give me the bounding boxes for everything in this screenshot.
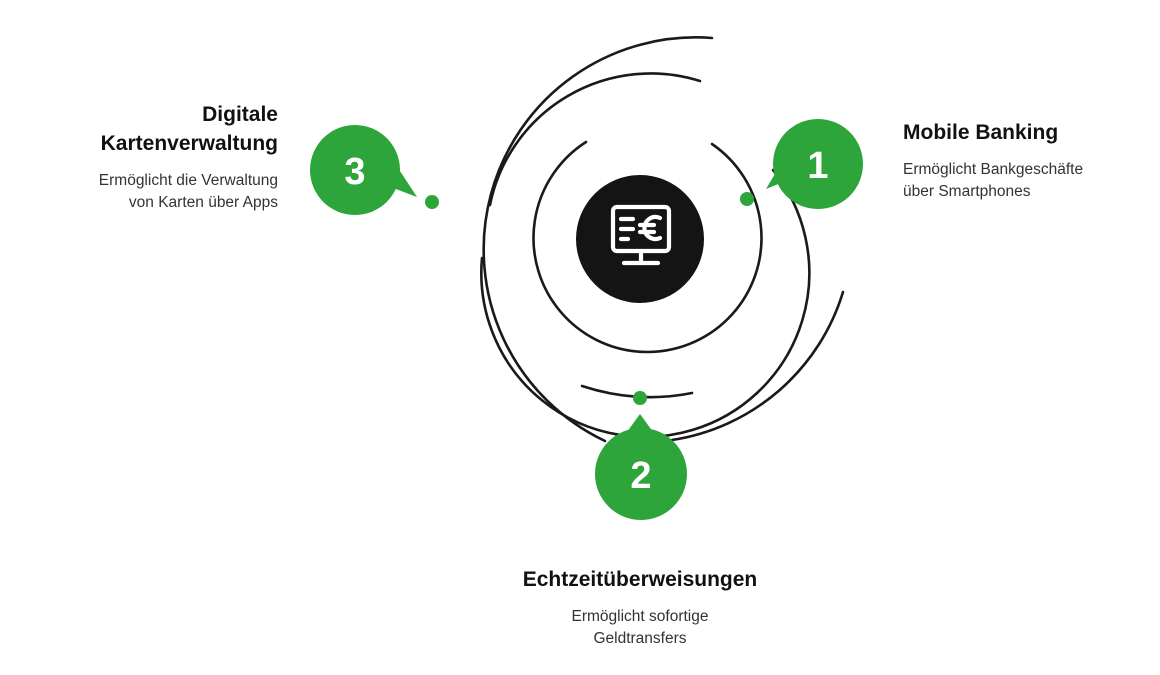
- item-2-desc-line-2: Geldtransfers: [593, 630, 687, 647]
- item-3-title-line-2: Kartenverwaltung: [100, 132, 278, 155]
- item-3-label: Digitale Kartenverwaltung Ermöglicht die…: [99, 100, 278, 214]
- item-3-description: Ermöglicht die Verwaltung von Karten übe…: [99, 170, 278, 214]
- outer-ring-arc-right: [670, 290, 845, 442]
- item-3-title: Digitale Kartenverwaltung: [99, 100, 278, 158]
- badge-2-number: 2: [630, 455, 651, 497]
- badge-2: 2: [595, 414, 687, 520]
- item-2-title: Echtzeitüberweisungen: [522, 568, 758, 591]
- middle-ring-arc-main: [480, 168, 811, 439]
- middle-ring-arc-top: [488, 72, 702, 207]
- item-3-desc-line-1: Ermöglicht die Verwaltung: [98, 172, 278, 189]
- badge-1: 1: [766, 119, 863, 209]
- badge-3: 3: [310, 125, 417, 215]
- connector-dot-2: [633, 391, 647, 405]
- center-circle: [576, 175, 704, 303]
- item-3-desc-line-2: von Karten über Apps: [128, 194, 278, 211]
- connector-dot-1: [740, 192, 754, 206]
- item-2-description: Ermöglicht sofortige Geldtransfers: [440, 606, 840, 650]
- outer-ring-arc-left: [482, 36, 714, 443]
- item-3-title-line-1: Digitale: [202, 103, 278, 126]
- item-1-label: Mobile Banking Ermöglicht Bankgeschäfte …: [903, 118, 1083, 203]
- item-1-title: Mobile Banking: [903, 121, 1059, 144]
- item-2-desc-line-1: Ermöglicht sofortige: [571, 608, 709, 625]
- connector-dot-3: [425, 195, 439, 209]
- item-1-desc-line-1: Ermöglicht Bankgeschäfte: [903, 161, 1084, 178]
- item-2-label: Echtzeitüberweisungen Ermöglicht soforti…: [440, 565, 840, 650]
- badge-1-number: 1: [807, 145, 828, 187]
- item-1-description: Ermöglicht Bankgeschäfte über Smartphone…: [903, 159, 1083, 203]
- monitor-euro-icon: [610, 204, 672, 266]
- badge-3-pointer: [380, 168, 417, 197]
- badge-3-number: 3: [344, 151, 365, 193]
- inner-ring-arc-right: [532, 140, 763, 354]
- item-1-desc-line-2: über Smartphones: [903, 183, 1031, 200]
